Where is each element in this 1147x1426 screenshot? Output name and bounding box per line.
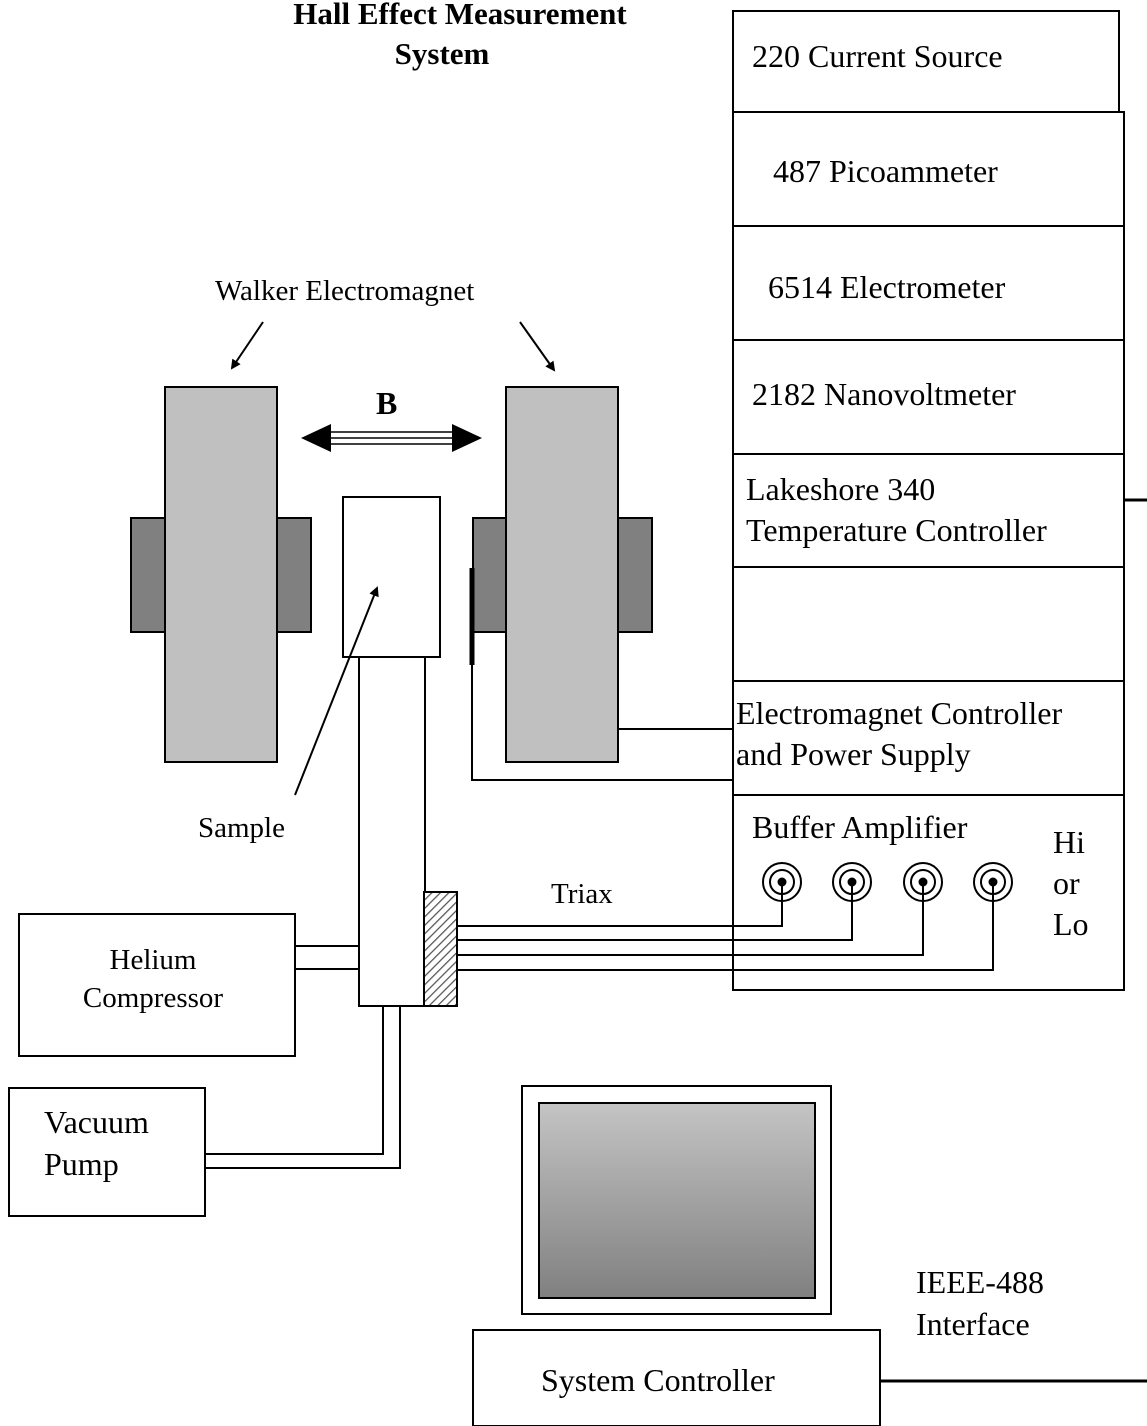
- right-coil-outer: [617, 517, 653, 633]
- temperature-controller-label-1: Lakeshore 340: [746, 471, 935, 507]
- monitor-screen: [538, 1102, 816, 1299]
- empty-rack-slot: [732, 566, 1125, 682]
- electromagnet-controller-label-2: and Power Supply: [736, 736, 971, 772]
- cryostat-column: [358, 656, 426, 1007]
- sample-chamber: [342, 496, 441, 658]
- feedthrough-connector: [423, 891, 458, 1007]
- electromagnet-controller-label-1: Electromagnet Controller: [736, 695, 1062, 731]
- left-pole-piece: [164, 386, 278, 763]
- current-source-label: 220 Current Source: [752, 38, 1003, 74]
- left-coil-inner: [276, 517, 312, 633]
- buffer-amplifier-label: Buffer Amplifier: [752, 809, 968, 845]
- nanovoltmeter-label: 2182 Nanovoltmeter: [752, 376, 1016, 412]
- system-controller-label: System Controller: [541, 1362, 775, 1398]
- electromagnet-arrow-left: [230, 321, 264, 370]
- diagram-title: Hall Effect Measurement System: [293, 0, 627, 71]
- helium-label-2: Compressor: [83, 982, 224, 1014]
- triax-connectors: [762, 862, 1013, 902]
- field-label: B: [376, 385, 397, 421]
- system-controller-box: [472, 1329, 881, 1426]
- temperature-controller-label-2: Temperature Controller: [746, 512, 1047, 548]
- sample-label: Sample: [198, 812, 285, 844]
- vacuum-label-2: Pump: [44, 1146, 119, 1182]
- picoammeter-label: 487 Picoammeter: [773, 153, 998, 189]
- vacuum-pump-box: [8, 1087, 206, 1217]
- electromagnet-label: Walker Electromagnet: [215, 275, 474, 307]
- triax-label: Triax: [551, 878, 613, 910]
- electromagnet-left: [130, 386, 312, 763]
- or-label: or: [1053, 865, 1080, 901]
- vacuum-lines: [205, 1006, 401, 1169]
- left-coil-outer: [130, 517, 166, 633]
- helium-compressor-box: [18, 913, 296, 1057]
- lo-label: Lo: [1053, 906, 1089, 942]
- instrument-rack: [732, 10, 1125, 991]
- cryostat: [342, 496, 458, 1007]
- buffer-amplifier-box: [732, 794, 1125, 991]
- magnetic-field-arrow: [301, 424, 482, 452]
- vacuum-label-1: Vacuum: [44, 1104, 149, 1140]
- magnet-controller-wires: [471, 665, 733, 781]
- electrometer-label: 6514 Electrometer: [768, 269, 1006, 305]
- ieee-label-2: Interface: [916, 1306, 1030, 1342]
- sample-arrow: [294, 586, 379, 796]
- right-coil-inner: [472, 517, 507, 633]
- monitor: [521, 1085, 832, 1315]
- helium-label-1: Helium: [110, 944, 197, 976]
- triax-cables: [457, 885, 994, 971]
- hi-label: Hi: [1053, 824, 1085, 860]
- helium-lines: [295, 945, 359, 970]
- ieee-label-1: IEEE-488: [916, 1264, 1044, 1300]
- title-line-1: Hall Effect Measurement: [293, 0, 627, 31]
- right-pole-piece: [505, 386, 619, 763]
- electromagnet-arrow-right: [519, 321, 556, 372]
- electromagnet-right: [472, 386, 653, 763]
- title-line-2: System: [395, 36, 490, 71]
